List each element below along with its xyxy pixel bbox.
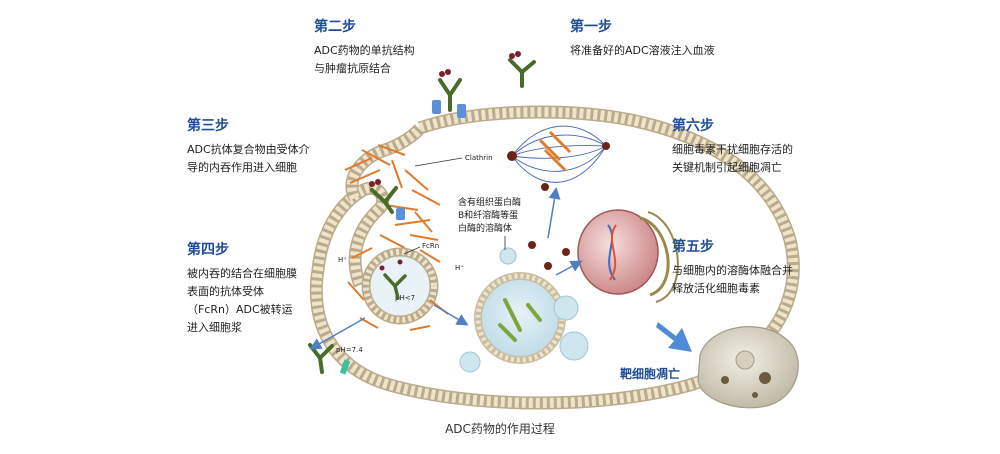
receptors-membrane [396, 100, 466, 220]
step-6-title: 第六步 [672, 118, 714, 134]
released-fragment [339, 359, 351, 375]
antibody-exported [308, 343, 334, 374]
step-6: 第六步 细胞毒素干扰细胞存活的 关键机制引起细胞凋亡 [672, 117, 832, 177]
toxin-particles [528, 183, 570, 270]
antibody-endosome [383, 273, 407, 300]
centrosome-left [507, 151, 517, 161]
clathrin-pointer [414, 157, 463, 167]
lysosome-label-3: 白酶的溶酶体 [458, 222, 512, 234]
step-4: 第四步 被内吞的结合在细胞膜 表面的抗体受体 （FcRn）ADC被转运 进入细胞… [187, 241, 357, 337]
step-1-title: 第一步 [570, 19, 612, 35]
lysosome-label-2: B和纤溶酶等蛋 [458, 209, 518, 221]
step-2-desc: ADC药物的单抗结构 与肿瘤抗原结合 [314, 44, 415, 75]
step-5-desc: 与细胞内的溶酶体融合并 释放活化细胞毒素 [672, 264, 793, 295]
step-3: 第三步 ADC抗体复合物由受体介 导的内吞作用进入细胞 [187, 117, 357, 177]
ph-outside-label: pH=7.4 [336, 346, 363, 354]
lysosome [474, 272, 566, 364]
clathrin-coat [344, 144, 441, 249]
nucleus [577, 209, 679, 303]
target-cell-arrow [656, 322, 692, 352]
target-cell-label: 靶细胞凋亡 [620, 366, 680, 381]
fcrn-pointer [403, 246, 421, 255]
antibody-in-pit [370, 186, 398, 214]
step-5: 第五步 与细胞内的溶酶体融合并 释放活化细胞毒素 [672, 238, 832, 298]
step-1: 第一步 将准备好的ADC溶液注入血液 [570, 18, 800, 60]
figure-caption: ADC药物的作用过程 [445, 422, 555, 436]
step-4-desc: 被内吞的结合在细胞膜 表面的抗体受体 （FcRn）ADC被转运 进入细胞浆 [187, 267, 297, 334]
step-2: 第二步 ADC药物的单抗结构 与肿瘤抗原结合 [314, 18, 484, 78]
payload-clusters [369, 51, 521, 271]
centrosome-right [602, 142, 610, 150]
mitotic-spindle [511, 125, 607, 183]
chromosomes [538, 130, 572, 172]
endosome [347, 247, 449, 331]
apoptotic-cell [697, 326, 799, 409]
process-arrows [309, 187, 583, 350]
step-5-title: 第五步 [672, 239, 714, 255]
small-vesicles [459, 247, 589, 373]
step-1-desc: 将准备好的ADC溶液注入血液 [570, 44, 715, 57]
antibody-outside-2 [508, 58, 536, 88]
step-3-desc: ADC抗体复合物由受体介 导的内吞作用进入细胞 [187, 143, 310, 174]
step-4-title: 第四步 [187, 242, 229, 258]
fcrn-label: FcRn [422, 242, 439, 250]
hplus-right-label: H⁺ [455, 264, 464, 272]
ph-endosome-label: pH<7 [395, 294, 415, 302]
step-2-title: 第二步 [314, 19, 356, 35]
hplus-left-label: H⁺ [338, 256, 347, 264]
step-6-desc: 细胞毒素干扰细胞存活的 关键机制引起细胞凋亡 [672, 143, 793, 174]
step-3-title: 第三步 [187, 118, 229, 134]
lysosome-label-1: 含有组织蛋白酶 [458, 196, 521, 208]
antibody-outside-1 [438, 78, 462, 112]
clathrin-label: Clathrin [465, 154, 493, 162]
